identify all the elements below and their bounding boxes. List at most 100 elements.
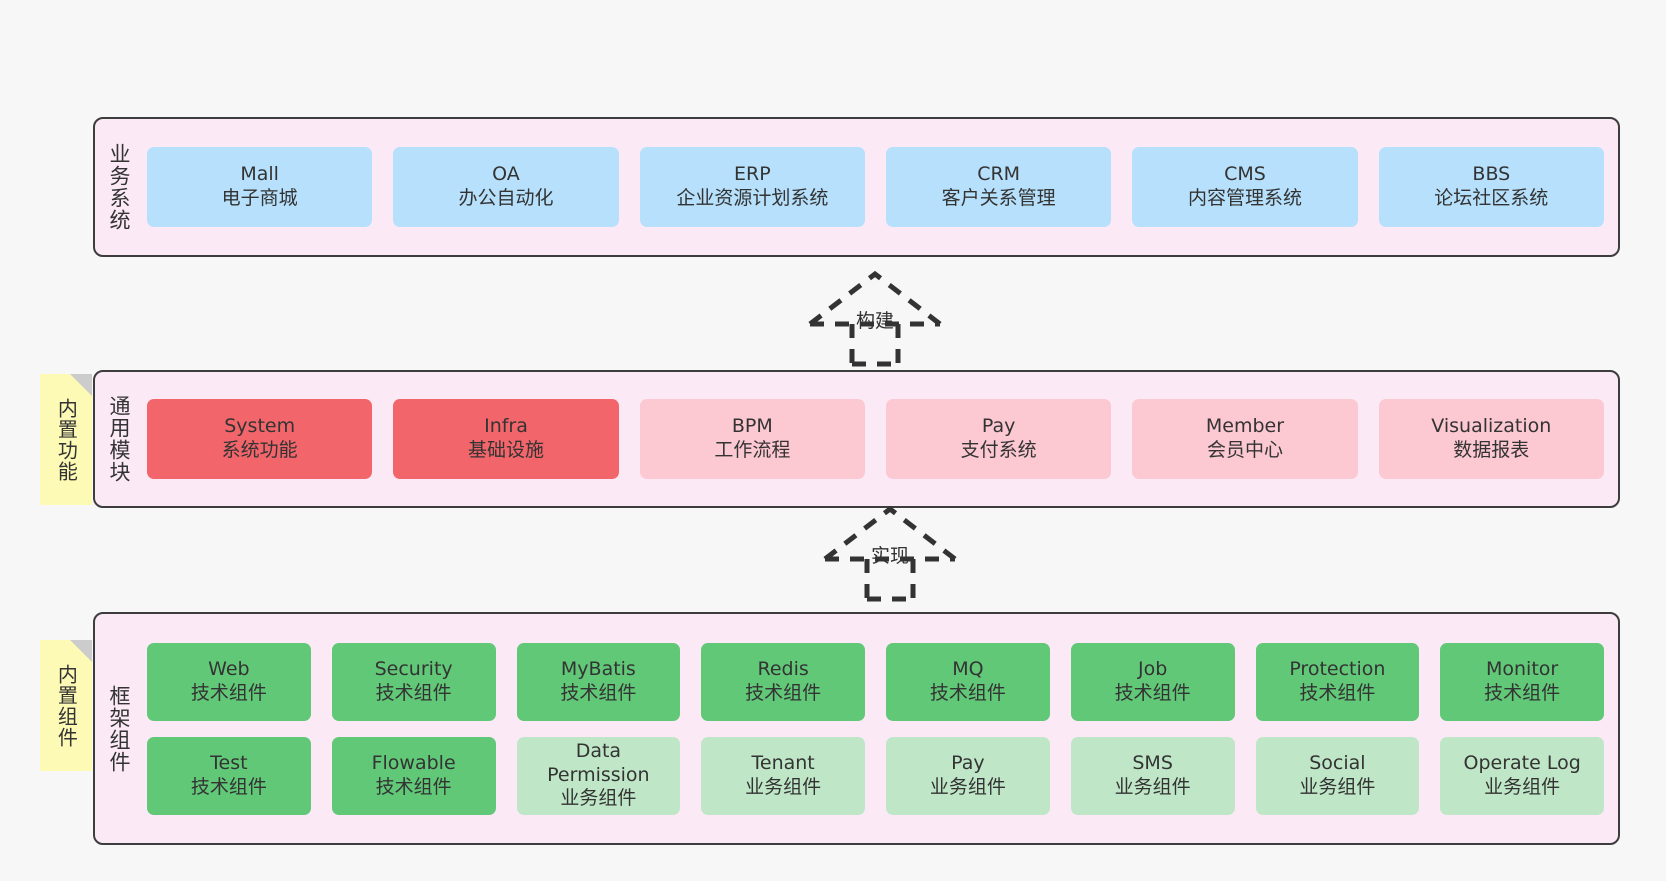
card-pay-component[interactable]: Pay 业务组件 bbox=[886, 736, 1050, 815]
card-job-desc: 技术组件 bbox=[1114, 681, 1191, 704]
card-bbs-name: BBS bbox=[1472, 163, 1511, 186]
card-bpm[interactable]: BPM 工作流程 bbox=[639, 399, 865, 479]
card-visualization-desc: 数据报表 bbox=[1453, 439, 1530, 461]
card-monitor[interactable]: Monitor 技术组件 bbox=[1440, 642, 1604, 721]
business-systems-row: Mall 电子商城 OA 办公自动化 ERP 企业资源计划系统 CRM 客户关系… bbox=[147, 147, 1604, 227]
card-system-desc: 系统功能 bbox=[221, 439, 298, 461]
arrow-implement: 实现 bbox=[805, 503, 975, 603]
card-web-name: Web bbox=[208, 657, 250, 680]
card-erp-name: ERP bbox=[733, 163, 771, 186]
card-oa-desc: 办公自动化 bbox=[458, 187, 554, 209]
card-monitor-name: Monitor bbox=[1486, 657, 1559, 680]
card-pay-module-name: Pay bbox=[981, 415, 1016, 438]
card-redis-name: Redis bbox=[757, 657, 809, 680]
card-infra[interactable]: Infra 基础设施 bbox=[393, 399, 619, 479]
card-visualization[interactable]: Visualization 数据报表 bbox=[1378, 399, 1604, 479]
card-bpm-desc: 工作流程 bbox=[714, 439, 791, 461]
card-mall-desc: 电子商城 bbox=[221, 187, 298, 209]
note-builtin-components: 内置组件 bbox=[40, 640, 92, 771]
card-data-permission-name: Data Permission bbox=[547, 739, 650, 786]
card-cms[interactable]: CMS 内容管理系统 bbox=[1132, 147, 1358, 227]
card-pay-component-name: Pay bbox=[951, 751, 985, 774]
card-system[interactable]: System 系统功能 bbox=[147, 399, 373, 479]
note-fold-corner-icon bbox=[70, 640, 92, 662]
card-protection-name: Protection bbox=[1289, 657, 1386, 680]
layer-common-modules: 通用模块 System 系统功能 Infra 基础设施 BPM 工作流程 Pay bbox=[93, 370, 1620, 508]
layer-framework-components: 框架组件 Web 技术组件 Security 技术组件 MyBatis 技术组件… bbox=[93, 612, 1620, 845]
card-security-desc: 技术组件 bbox=[375, 681, 452, 704]
card-bpm-name: BPM bbox=[731, 415, 773, 438]
card-flowable-name: Flowable bbox=[371, 751, 456, 774]
card-protection-desc: 技术组件 bbox=[1299, 681, 1376, 704]
card-web-desc: 技术组件 bbox=[190, 681, 267, 704]
card-operate-log-name: Operate Log bbox=[1463, 751, 1581, 774]
card-redis-desc: 技术组件 bbox=[745, 681, 822, 704]
card-mybatis-desc: 技术组件 bbox=[560, 681, 637, 704]
card-member[interactable]: Member 会员中心 bbox=[1132, 399, 1358, 479]
card-data-permission-desc: 业务组件 bbox=[560, 787, 637, 810]
card-tenant[interactable]: Tenant 业务组件 bbox=[701, 736, 865, 815]
card-cms-name: CMS bbox=[1224, 163, 1266, 186]
card-visualization-name: Visualization bbox=[1431, 415, 1552, 438]
arrow-build-label: 构建 bbox=[855, 310, 894, 332]
card-infra-desc: 基础设施 bbox=[467, 439, 544, 461]
card-social-name: Social bbox=[1309, 751, 1366, 774]
card-member-desc: 会员中心 bbox=[1206, 439, 1283, 461]
card-mall[interactable]: Mall 电子商城 bbox=[147, 147, 373, 227]
card-oa-name: OA bbox=[492, 163, 520, 186]
card-operate-log[interactable]: Operate Log 业务组件 bbox=[1440, 736, 1604, 815]
layer-business-systems-title: 业务系统 bbox=[106, 143, 131, 231]
card-security[interactable]: Security 技术组件 bbox=[331, 642, 496, 721]
card-test[interactable]: Test 技术组件 bbox=[147, 736, 311, 815]
card-mall-name: Mall bbox=[240, 163, 279, 186]
note-builtin-features-label: 内置功能 bbox=[54, 397, 79, 482]
card-redis[interactable]: Redis 技术组件 bbox=[701, 642, 865, 721]
card-tenant-desc: 业务组件 bbox=[745, 775, 822, 798]
card-test-desc: 技术组件 bbox=[190, 775, 267, 798]
layer-common-modules-title: 通用模块 bbox=[106, 395, 131, 483]
card-test-name: Test bbox=[210, 751, 248, 774]
card-mq-name: MQ bbox=[952, 657, 984, 680]
framework-tech-row: Web 技术组件 Security 技术组件 MyBatis 技术组件 Redi… bbox=[147, 642, 1604, 721]
card-job[interactable]: Job 技术组件 bbox=[1070, 642, 1235, 721]
card-member-name: Member bbox=[1205, 415, 1285, 438]
arrow-build: 构建 bbox=[790, 268, 960, 368]
card-pay-component-desc: 业务组件 bbox=[929, 775, 1006, 798]
card-system-name: System bbox=[224, 415, 296, 438]
card-bbs-desc: 论坛社区系统 bbox=[1434, 187, 1549, 209]
card-data-permission[interactable]: Data Permission 业务组件 bbox=[516, 736, 681, 815]
note-fold-corner-icon bbox=[70, 374, 92, 396]
layer-business-systems: 业务系统 Mall 电子商城 OA 办公自动化 ERP 企业资源计划系统 CRM bbox=[93, 117, 1620, 257]
card-social[interactable]: Social 业务组件 bbox=[1255, 736, 1420, 815]
card-tenant-name: Tenant bbox=[751, 751, 815, 774]
card-crm[interactable]: CRM 客户关系管理 bbox=[885, 147, 1112, 227]
card-sms[interactable]: SMS 业务组件 bbox=[1070, 736, 1235, 815]
card-web[interactable]: Web 技术组件 bbox=[147, 642, 311, 721]
card-protection[interactable]: Protection 技术组件 bbox=[1255, 642, 1420, 721]
common-modules-row: System 系统功能 Infra 基础设施 BPM 工作流程 Pay 支付系统… bbox=[147, 399, 1604, 479]
layer-framework-components-title: 框架组件 bbox=[106, 684, 131, 773]
framework-business-row: Test 技术组件 Flowable 技术组件 Data Permission … bbox=[147, 736, 1604, 815]
layer-common-modules-body: System 系统功能 Infra 基础设施 BPM 工作流程 Pay 支付系统… bbox=[141, 372, 1618, 506]
layer-business-systems-body: Mall 电子商城 OA 办公自动化 ERP 企业资源计划系统 CRM 客户关系… bbox=[141, 119, 1618, 255]
card-pay-module-desc: 支付系统 bbox=[960, 439, 1037, 461]
card-sms-desc: 业务组件 bbox=[1114, 775, 1191, 798]
card-oa[interactable]: OA 办公自动化 bbox=[393, 147, 619, 227]
card-mybatis[interactable]: MyBatis 技术组件 bbox=[516, 642, 681, 721]
arrow-implement-label: 实现 bbox=[870, 545, 909, 567]
card-flowable-desc: 技术组件 bbox=[375, 775, 452, 798]
card-monitor-desc: 技术组件 bbox=[1484, 681, 1561, 704]
card-job-name: Job bbox=[1137, 657, 1168, 680]
card-mq-desc: 技术组件 bbox=[929, 681, 1006, 704]
card-bbs[interactable]: BBS 论坛社区系统 bbox=[1378, 147, 1604, 227]
card-erp[interactable]: ERP 企业资源计划系统 bbox=[639, 147, 865, 227]
card-flowable[interactable]: Flowable 技术组件 bbox=[331, 736, 496, 815]
card-operate-log-desc: 业务组件 bbox=[1484, 775, 1561, 798]
layer-framework-components-body: Web 技术组件 Security 技术组件 MyBatis 技术组件 Redi… bbox=[141, 614, 1618, 843]
card-erp-desc: 企业资源计划系统 bbox=[676, 187, 829, 209]
note-builtin-components-label: 内置组件 bbox=[54, 663, 79, 748]
card-pay-module[interactable]: Pay 支付系统 bbox=[885, 399, 1112, 479]
card-mq[interactable]: MQ 技术组件 bbox=[886, 642, 1050, 721]
card-social-desc: 业务组件 bbox=[1299, 775, 1376, 798]
